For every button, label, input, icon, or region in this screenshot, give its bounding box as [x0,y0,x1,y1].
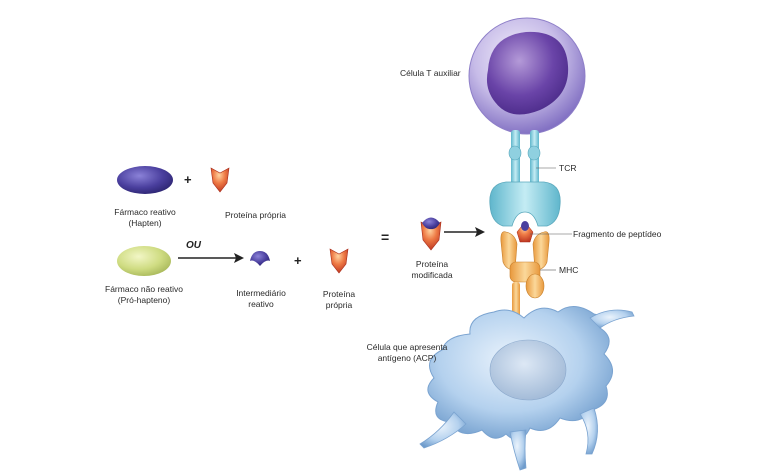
own-protein-label-2: Proteína própria [314,289,364,311]
own-protein-shape-2 [329,248,349,274]
reactive-intermediate-line-1: Intermediário [236,288,286,298]
tcr-head [489,181,561,227]
reactive-drug-subtitle: (Hapten) [128,218,162,228]
plus-sign-1: + [184,172,192,187]
own-protein-label-1: Proteína própria [225,210,286,220]
helper-t-cell-label: Célula T auxiliar [400,68,461,78]
nonreactive-drug-title: Fármaco não reativo [105,284,183,294]
peptide-fragment-label: Fragmento de peptídeo [573,229,662,239]
own-protein-line-2: própria [325,300,353,310]
apc-line-1: Célula que apresenta [366,342,448,352]
arrow-to-intermediate-head [234,253,244,263]
apc-line-2: antígeno (ACP) [377,353,437,363]
peptide-hapten [521,221,529,231]
apc-process-bottom [509,429,527,471]
apc-process-bottom-right [579,407,598,455]
apc-process-bottom-left [419,411,467,449]
reactive-drug-label: Fármaco reativo (Hapten) [108,207,182,229]
tcr-label: TCR [559,163,577,173]
mhc-label: MHC [559,265,579,275]
nonreactive-drug-subtitle: (Pró-hapteno) [117,295,171,305]
own-protein-shape-1 [210,167,230,193]
tcr-joint-left [508,145,522,161]
tcr-joint-right [527,145,541,161]
modified-protein-line-2: modificada [411,270,453,280]
mhc-side-domain [525,273,545,299]
reactive-intermediate-label: Intermediário reativo [228,288,294,310]
own-protein-line-1: Proteína [322,289,356,299]
reactive-drug-title: Fármaco reativo [114,207,176,217]
apc-nucleus [489,339,567,401]
arrow-to-complex-head [475,227,485,237]
modified-protein-line-1: Proteína [415,259,449,269]
apc-label: Célula que apresenta antígeno (ACP) [362,342,452,364]
modified-protein-label: Proteína modificada [402,259,462,281]
or-label: OU [186,240,201,251]
mhc-stalk [512,282,520,318]
equals-sign: = [381,229,390,245]
apc-process-right [589,309,635,329]
reactive-intermediate-line-2: reativo [248,299,274,309]
nonreactive-drug-label: Fármaco não reativo (Pró-hapteno) [98,284,190,306]
reactive-intermediate-shape [250,251,270,266]
plus-sign-2: + [294,253,302,268]
reactive-drug-shape [117,166,173,194]
mhc-left-arm [500,231,518,271]
nonreactive-drug-shape [117,246,171,276]
modified-protein-hapten [422,217,440,230]
helper-t-cell-nucleus [486,31,569,115]
